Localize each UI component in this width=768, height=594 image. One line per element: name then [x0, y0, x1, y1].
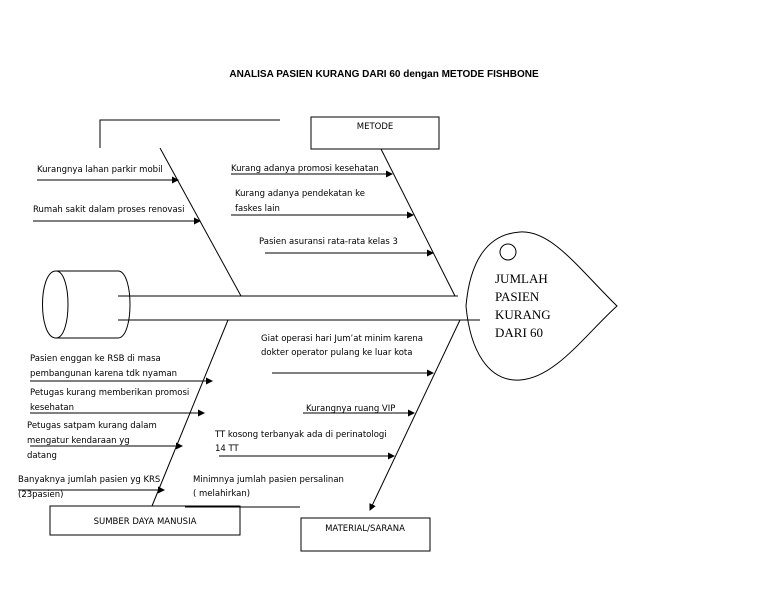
- box-sdm-label: SUMBER DAYA MANUSIA: [94, 517, 197, 527]
- cause-label: Kurang adanya pendekatan ke: [235, 189, 365, 199]
- cause-label: datang: [27, 451, 57, 461]
- bone-top-left: [159, 147, 242, 297]
- cause-label: (23pasien): [18, 490, 63, 500]
- cause-label: Giat operasi hari Jum’at minim karena: [261, 334, 423, 344]
- box-metode-label: METODE: [357, 122, 394, 132]
- cause-label: Petugas satpam kurang dalam: [27, 421, 157, 431]
- cause-label: Petugas kurang memberikan promosi: [30, 388, 189, 398]
- cause-label: TT kosong terbanyak ada di perinatologi: [214, 430, 387, 440]
- cause-label: mengatur kendaraan yg: [27, 436, 130, 446]
- cause-label: faskes lain: [235, 204, 280, 214]
- tail-shape: [42, 270, 131, 339]
- cause-label: Minimnya jumlah pasien persalinan: [193, 475, 344, 485]
- cause-label: Pasien asuransi rata-rata kelas 3: [259, 237, 398, 247]
- box-material: [300, 517, 431, 552]
- box-top-left: [99, 119, 280, 148]
- bone-material: [369, 319, 461, 511]
- fish-eye: [499, 243, 517, 261]
- head-line-2: PASIEN: [495, 289, 540, 304]
- box-metode: [310, 116, 440, 150]
- cause-label: kesehatan: [30, 403, 74, 413]
- bone-metode: [380, 148, 456, 297]
- cause-label: dokter operator pulang ke luar kota: [261, 348, 412, 358]
- fish-head-shape: [465, 231, 618, 381]
- cause-label: Pasien enggan ke RSB di masa: [30, 354, 161, 364]
- cause-label: 14 TT: [215, 444, 240, 454]
- cause-label: Kurang adanya promosi kesehatan: [231, 164, 379, 174]
- box-sdm: [49, 505, 241, 536]
- cause-label: Rumah sakit dalam proses renovasi: [33, 205, 184, 215]
- diagram-title: ANALISA PASIEN KURANG DARI 60 dengan MET…: [229, 69, 539, 80]
- cause-label: pembangunan karena tdk nyaman: [30, 369, 177, 379]
- cause-label: ( melahirkan): [193, 489, 250, 499]
- cause-label: Banyaknya jumlah pasien yg KRS: [18, 475, 160, 485]
- tail-inner-curve: [55, 270, 69, 339]
- head-line-3: KURANG: [495, 307, 551, 322]
- cause-label: Kurangnya lahan parkir mobil: [37, 165, 163, 175]
- head-line-1: JUMLAH: [495, 271, 548, 286]
- cause-label: Kurangnya ruang VIP: [306, 404, 395, 414]
- head-line-4: DARI 60: [495, 325, 543, 340]
- box-material-label: MATERIAL/SARANA: [325, 524, 405, 534]
